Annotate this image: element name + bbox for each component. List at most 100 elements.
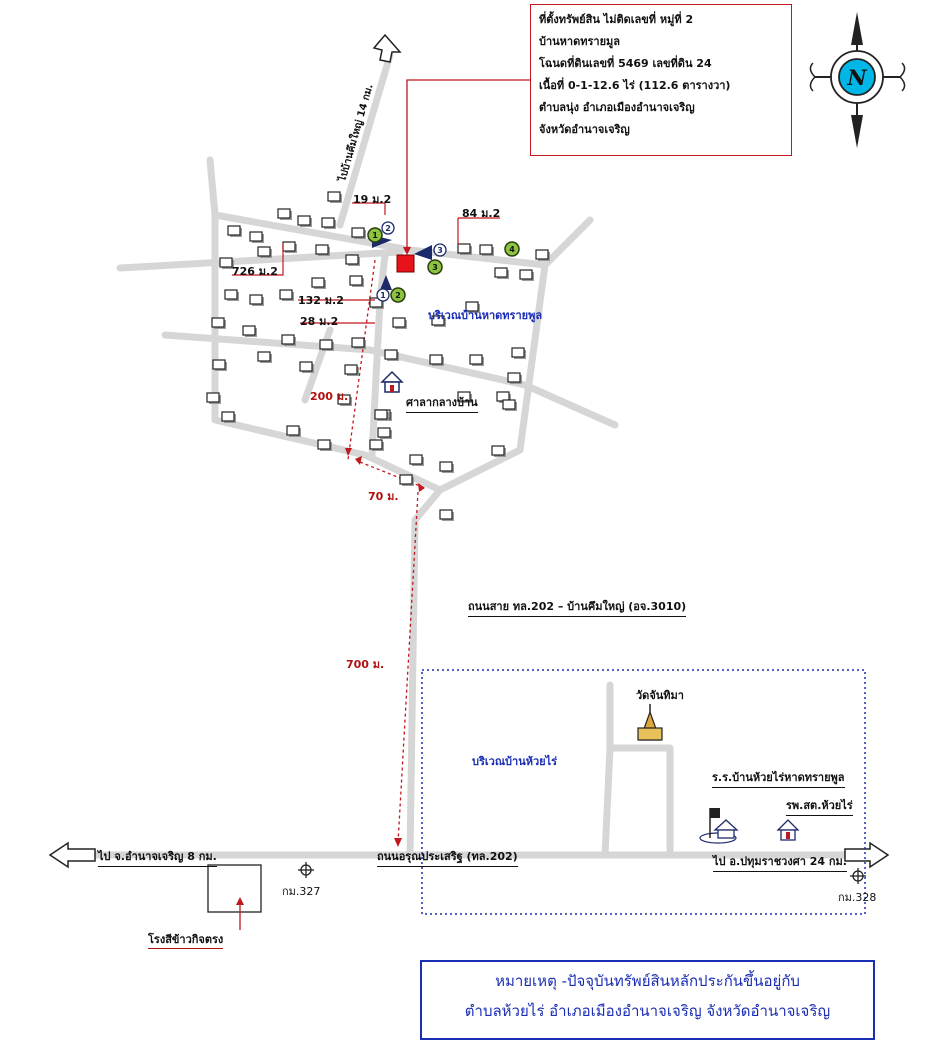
temple-label: วัดจันทิมา [636,689,684,702]
house-icon [507,372,523,385]
green-marker-label: 2 [395,291,401,300]
house-label-726: 726 ม.2 [232,265,278,278]
house-icon [321,217,337,230]
km-label-328: กม.328 [838,891,877,904]
rice-mill-label: โรงสีข้าวกิจตรง [148,930,224,949]
house-icon [227,225,243,238]
note-box: หมายเหตุ -ปัจจุบันทรัพย์สินหลักประกันขึ้… [420,960,875,1040]
house-icon [349,275,365,288]
arrow-west-icon [48,841,96,869]
road-network [56,51,879,859]
green-marker-label: 1 [372,231,378,240]
temple-icon [637,704,663,741]
house-icon [279,289,295,302]
note-line: ตำบลห้วยไร่ อำเภอเมืองอำนาจเจริญ จังหวัด… [464,1002,831,1020]
house-icon [392,317,408,330]
property-info-line: ตำบลนุ่ง อำเภอเมืองอำนาจเจริญ [539,101,695,114]
school-label: ร.ร.บ้านห้วยไร่หาดทรายพูล [712,768,845,788]
house-icon [297,215,313,228]
house-icon [311,277,327,290]
house-icon [249,294,265,307]
house-icon [206,392,222,405]
white-marker-label: 1 [380,291,386,300]
km-marker-328-icon [850,868,866,884]
house-icon [479,244,495,257]
road-label-3010: ถนนสาย ทล.202 – บ้านคึมใหญ่ (อจ.3010) [468,597,687,617]
road-arrows [48,33,890,869]
house-icon [212,359,228,372]
village-hall-label: ศาลากลางบ้าน [406,393,478,413]
house-icon [502,399,518,412]
km-label-327: กม.327 [282,885,321,898]
house-label-28: 28 ม.2 [300,315,339,328]
property-marker [396,254,415,273]
house-icon [374,409,390,422]
arrow-north-icon [372,33,402,63]
house-icon [439,509,455,522]
house-icon [351,227,367,240]
house-icon [257,246,273,259]
house-icon [224,289,240,302]
house-icon [519,269,535,282]
huai-rai-area-boundary [421,669,866,915]
house-icon [511,347,527,360]
arrow-east-icon [844,841,890,869]
road-label-to-amnat: ไป จ.อำนาจเจริญ 8 กม. [98,847,217,867]
property-info-line: เนื้อที่ 0-1-12.6 ไร่ (112.6 ตารางวา) [539,79,731,92]
white-markers [376,221,447,302]
hospital-label: รพ.สต.ห้วยไร่ [786,796,853,816]
compass-icon: N [809,12,906,148]
house-icon [384,349,400,362]
compass-letter: N [846,65,867,90]
route-path [347,259,426,844]
house-icon [344,364,360,377]
house-icon [399,474,415,487]
green-markers [367,227,520,303]
house-icon [369,439,385,452]
house-icon [242,325,258,338]
house-icon [535,249,551,262]
area-label-hat-sai-mun: บริเวณบ้านหาดทรายพูล [428,309,543,322]
property-leader-line [406,79,530,252]
house-icon [491,445,507,458]
house-icon [221,411,237,424]
house-label-19: 19 ม.2 [353,193,392,206]
school-icon [699,808,739,844]
note-line: หมายเหตุ -ปัจจุบันทรัพย์สินหลักประกันขึ้… [495,972,800,990]
area-label-huai-rai: บริเวณบ้านห้วยไร่ [472,755,558,768]
house-icon [211,317,227,330]
house-icon [315,244,331,257]
house-icon [327,191,343,204]
village-hall-icon [380,370,404,393]
hospital-icon [776,819,800,841]
house-icon [345,254,361,267]
house-label-84: 84 ม.2 [462,207,501,220]
house-icon [429,354,445,367]
house-icon [299,361,315,374]
house-icon [457,243,473,256]
property-info-line: โฉนดที่ดินเลขที่ 5469 เลขที่ดิน 24 [539,57,712,70]
house-icon [469,354,485,367]
house-icon [317,439,333,452]
house-icon [409,454,425,467]
property-info-line: ที่ตั้งทรัพย์สิน ไม่ติดเลขที่ หมู่ที่ 2 [539,13,694,26]
house-icon [319,339,335,352]
house-icon [257,351,273,364]
distance-700m: 700 ม. [346,658,385,671]
road-label-highway-202: ถนนอรุณประเสริฐ (ทล.202) [377,847,518,867]
km-marker-327-icon [298,862,314,878]
house-icon [282,241,298,254]
distance-70m: 70 ม. [368,490,399,503]
route-arrowheads [345,448,425,847]
house-icon [439,461,455,474]
green-marker-label: 4 [509,245,515,254]
house-icon [281,334,297,347]
house-icon [277,208,293,221]
house-icon [377,427,393,440]
house-icon [494,267,510,280]
white-marker-label: 3 [437,246,443,255]
house-label-132: 132 ม.2 [298,294,344,307]
green-marker-label: 3 [432,263,438,272]
property-info-box: ที่ตั้งทรัพย์สิน ไม่ติดเลขที่ หมู่ที่ 2 … [530,4,792,156]
